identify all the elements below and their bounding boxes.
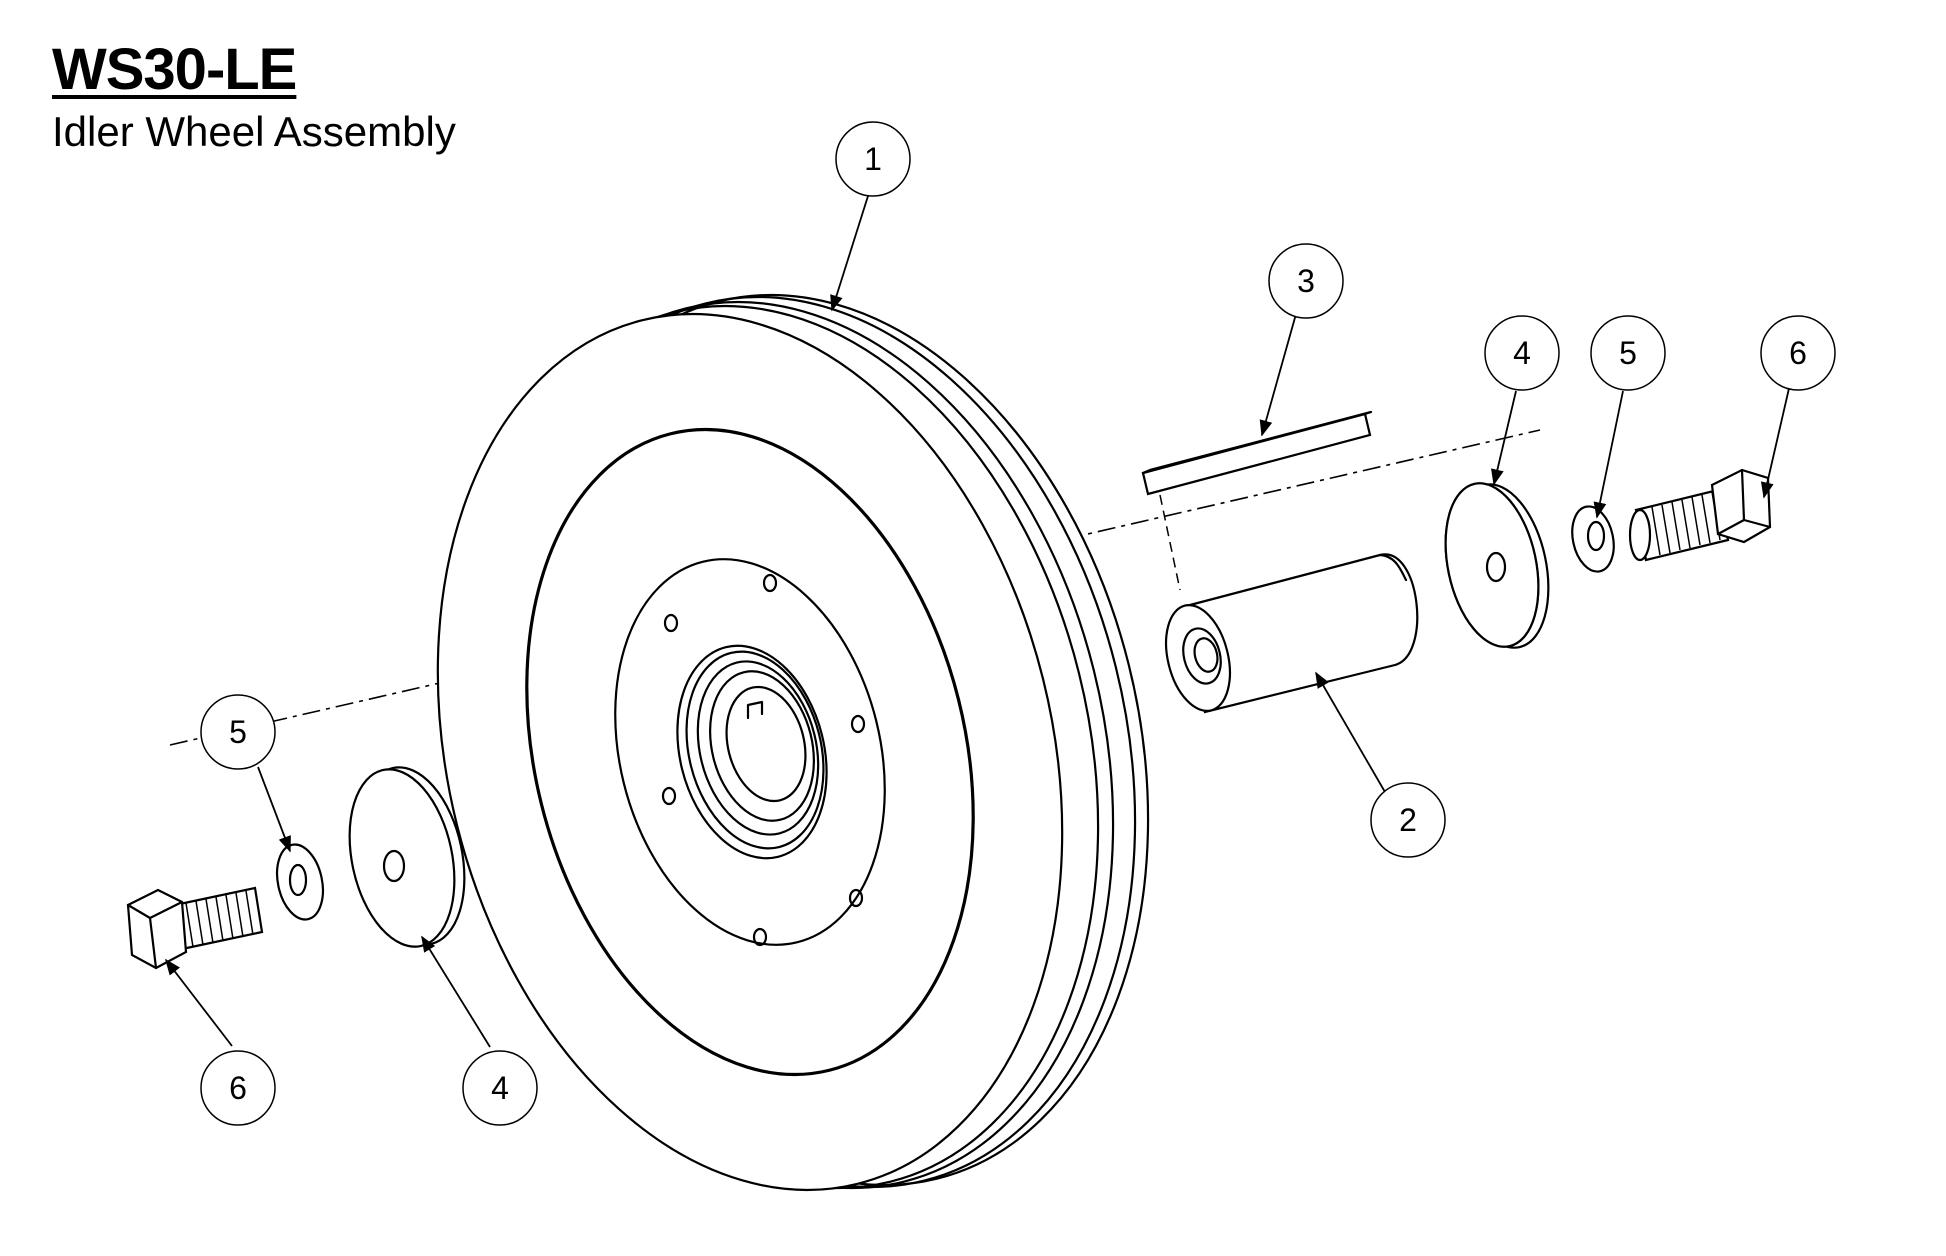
- leader-5b: [257, 766, 291, 853]
- svg-text:5: 5: [229, 714, 247, 750]
- shaft-spacer: [1164, 553, 1419, 714]
- balloon-1: 1: [835, 121, 911, 197]
- balloon-5-right: 5: [1590, 315, 1666, 391]
- svg-text:1: 1: [864, 141, 882, 177]
- balloon-2: 2: [1370, 782, 1446, 858]
- washer-right: [1444, 482, 1550, 649]
- svg-text:4: 4: [1513, 335, 1531, 371]
- balloon-5-left: 5: [200, 694, 276, 770]
- balloon-4-left: 4: [462, 1050, 538, 1126]
- balloon-3: 3: [1268, 243, 1344, 319]
- leader-4b: [421, 935, 491, 1048]
- leader-2: [1315, 671, 1386, 793]
- balloon-6-left: 6: [200, 1050, 276, 1126]
- washer-left: [348, 766, 466, 948]
- svg-text:3: 3: [1297, 263, 1315, 299]
- balloon-4-right: 4: [1484, 315, 1560, 391]
- drawing-subtitle: Idler Wheel Assembly: [52, 108, 456, 155]
- drawing-title: WS30-LE: [52, 37, 297, 102]
- svg-text:6: 6: [1789, 335, 1807, 371]
- leader-3: [1259, 313, 1297, 437]
- leader-5a: [1593, 390, 1624, 519]
- balloon-6-right: 6: [1760, 315, 1836, 391]
- leader-4a: [1491, 390, 1517, 486]
- svg-text:2: 2: [1399, 802, 1417, 838]
- svg-text:4: 4: [491, 1070, 509, 1106]
- lock-washer-right: [1571, 505, 1615, 573]
- leader-6a: [1760, 383, 1791, 499]
- hex-bolt-left: [126, 886, 264, 970]
- lock-washer-left: [275, 843, 325, 921]
- assembly-axis: [169, 429, 1541, 746]
- leader-1: [830, 195, 869, 312]
- key-part: [1141, 410, 1373, 591]
- leader-6b: [165, 958, 233, 1047]
- hex-bolt-right: [1628, 468, 1772, 562]
- svg-text:6: 6: [229, 1070, 247, 1106]
- svg-text:5: 5: [1619, 335, 1637, 371]
- idler-wheel: [436, 293, 1150, 1192]
